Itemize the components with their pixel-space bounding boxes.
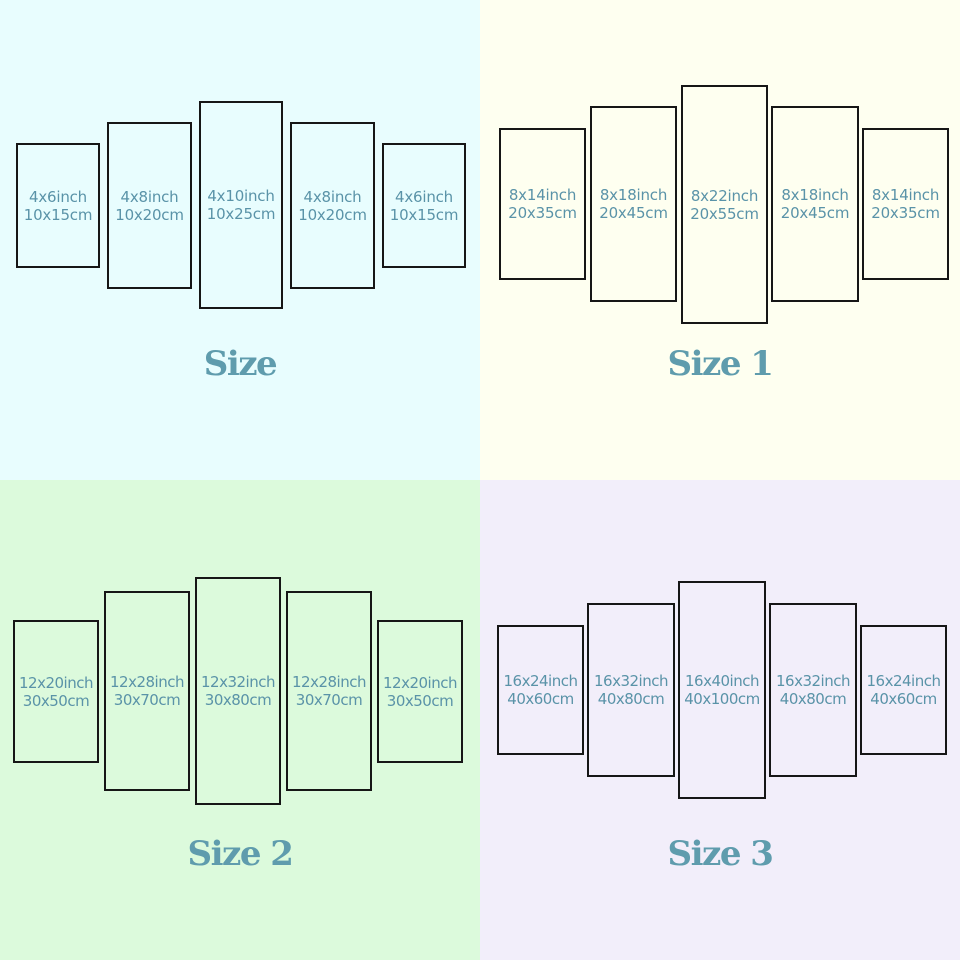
panel-cm-label: 40x80cm [597, 690, 665, 708]
size-quadrant: 4x6inch 10x15cm 4x8inch 10x20cm 4x10inch… [0, 0, 480, 480]
canvas-panel-outer: 12x20inch 30x50cm [377, 620, 463, 763]
panel-cm-label: 10x20cm [298, 205, 367, 224]
panel-cm-label: 10x15cm [23, 205, 93, 224]
canvas-panel-outer: 16x24inch 40x60cm [860, 625, 947, 755]
panel-inch-label: 12x20inch [383, 673, 457, 692]
panel-cm-label: 30x70cm [295, 691, 363, 709]
panel-inch-label: 8x14inch [871, 186, 940, 204]
panel-cm-label: 20x35cm [871, 204, 940, 222]
canvas-panel-inner: 4x8inch 10x20cm [290, 122, 375, 289]
canvas-panel-outer: 4x6inch 10x15cm [16, 143, 100, 268]
panel-cm-label: 10x25cm [206, 205, 276, 223]
panel-cm-label: 20x55cm [690, 204, 759, 223]
panel-inch-label: 4x8inch [303, 187, 362, 206]
panel-cm-label: 40x100cm [684, 690, 760, 708]
panel-inch-label: 8x14inch [508, 186, 577, 204]
panel-inch-label: 16x32inch [594, 672, 668, 690]
canvas-panel-outer: 8x14inch 20x35cm [499, 128, 586, 280]
panel-cm-label: 20x45cm [780, 204, 850, 222]
size-title: Size 3 [667, 834, 774, 874]
canvas-panel-inner: 8x18inch 20x45cm [771, 106, 859, 302]
panel-cm-label: 20x35cm [508, 204, 577, 222]
panel-inch-label: 12x20inch [19, 673, 93, 692]
panel-cm-label: 30x50cm [22, 691, 90, 710]
panel-cm-label: 10x15cm [389, 205, 459, 224]
panel-inch-label: 4x6inch [29, 187, 87, 206]
panel-inch-label: 4x8inch [120, 187, 179, 206]
panel-cm-label: 30x80cm [204, 691, 272, 709]
panel-inch-label: 4x10inch [207, 187, 275, 205]
size-quadrant: 8x14inch 20x35cm 8x18inch 20x45cm 8x22in… [480, 0, 960, 480]
panel-inch-label: 12x28inch [110, 673, 184, 691]
canvas-panel-outer: 12x20inch 30x50cm [13, 620, 99, 763]
panel-inch-label: 8x22inch [690, 186, 759, 205]
panel-cm-label: 30x50cm [386, 691, 454, 710]
canvas-panel-inner: 12x28inch 30x70cm [286, 591, 372, 791]
canvas-panel-outer: 8x14inch 20x35cm [862, 128, 949, 280]
panel-inch-label: 12x32inch [201, 673, 275, 691]
panel-cm-label: 40x60cm [507, 690, 574, 708]
size-title: Size 2 [187, 834, 294, 874]
panel-inch-label: 16x24inch [866, 672, 941, 690]
panel-inch-label: 8x18inch [781, 186, 849, 204]
panel-inch-label: 8x18inch [599, 186, 668, 204]
panel-inch-label: 16x40inch [685, 672, 759, 690]
canvas-panel-outer: 4x6inch 10x15cm [382, 143, 466, 268]
canvas-panel-center: 12x32inch 30x80cm [195, 577, 281, 805]
canvas-panel-inner: 12x28inch 30x70cm [104, 591, 190, 791]
canvas-panel-center: 8x22inch 20x55cm [681, 85, 768, 324]
canvas-panel-center: 16x40inch 40x100cm [678, 581, 766, 799]
canvas-panel-inner: 4x8inch 10x20cm [107, 122, 192, 289]
canvas-panel-outer: 16x24inch 40x60cm [497, 625, 584, 755]
panel-inch-label: 16x24inch [503, 672, 578, 690]
panel-inch-label: 4x6inch [395, 187, 453, 206]
panel-cm-label: 40x60cm [870, 690, 937, 708]
size-title: Size 1 [667, 344, 774, 384]
canvas-panel-inner: 16x32inch 40x80cm [587, 603, 675, 777]
panel-inch-label: 16x32inch [776, 672, 850, 690]
panel-inch-label: 12x28inch [292, 673, 366, 691]
canvas-panel-center: 4x10inch 10x25cm [199, 101, 283, 309]
canvas-panel-inner: 8x18inch 20x45cm [590, 106, 677, 302]
panel-cm-label: 40x80cm [779, 690, 847, 708]
panel-cm-label: 20x45cm [599, 204, 668, 222]
size-title: Size [203, 344, 278, 384]
panel-cm-label: 30x70cm [113, 691, 181, 709]
canvas-panel-inner: 16x32inch 40x80cm [769, 603, 857, 777]
size-quadrant: 16x24inch 40x60cm 16x32inch 40x80cm 16x4… [480, 480, 960, 960]
size-quadrant: 12x20inch 30x50cm 12x28inch 30x70cm 12x3… [0, 480, 480, 960]
panel-cm-label: 10x20cm [115, 205, 184, 224]
